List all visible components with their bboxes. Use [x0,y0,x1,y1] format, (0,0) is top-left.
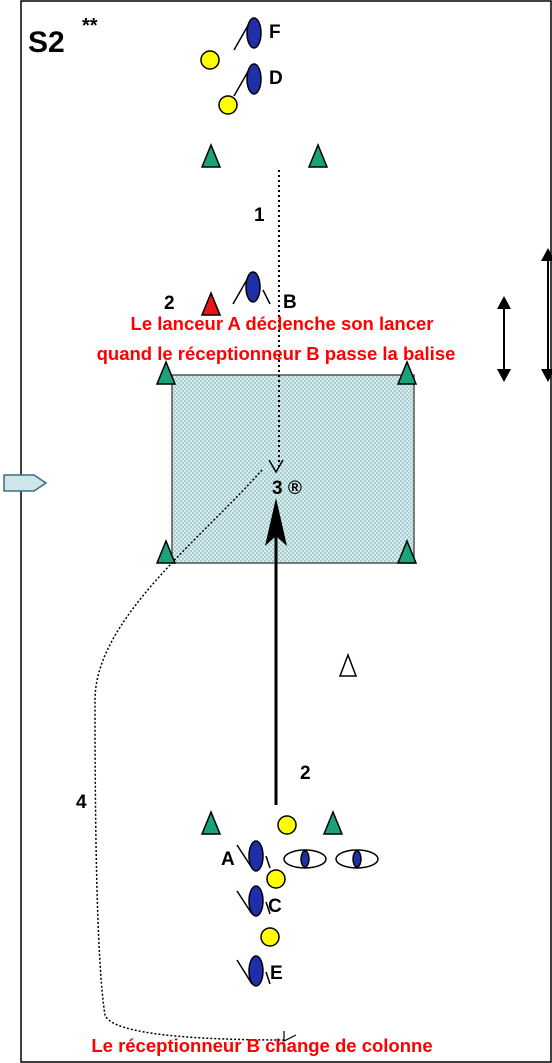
ball-icon [218,95,238,115]
player-label-e: E [270,963,283,984]
double-arrow-icon [497,296,511,382]
player-f-icon [233,17,262,51]
caption-line-1: Le lanceur A déclenche son lancer [131,313,434,334]
diagram-title: S2 [28,26,65,59]
step-label-2-top: 2 [164,293,175,314]
player-c-icon [236,885,271,917]
step-label-4: 4 [76,792,87,813]
side-arrow-icon [3,474,48,492]
player-label-d: D [269,68,283,89]
player-d-icon [233,63,262,97]
cone-empty-icon [338,652,358,677]
caption-line-2: quand le réceptionneur B passe la balise [97,343,456,364]
player-label-a: A [221,849,235,870]
ball-icon [277,815,297,835]
cone-icon [396,360,418,385]
ball-icon [266,869,286,889]
cone-icon [307,143,329,168]
player-waiting-icon [335,849,379,869]
run-arrowhead-icon [268,459,284,474]
player-waiting-icon [283,849,327,869]
ball-icon [260,927,280,947]
player-b-icon [232,271,271,305]
double-arrow-icon [541,248,552,382]
cone-icon [155,539,177,564]
player-label-f: F [269,22,281,43]
cone-red-icon [200,291,222,316]
player-a-icon [236,840,271,872]
player-label-b: B [283,292,297,313]
cone-icon [322,810,344,835]
title-mark: ** [82,15,98,37]
step-label-1: 1 [254,205,265,226]
step-label-2-bottom: 2 [300,763,311,784]
return-arrowhead-icon [283,1031,297,1042]
cone-icon [396,539,418,564]
player-label-c: C [268,896,282,917]
diagram-frame [20,0,552,1063]
return-path-line [94,469,286,1041]
target-zone [171,374,415,564]
ball-icon [200,50,220,70]
player-e-icon [236,955,271,987]
cone-icon [200,810,222,835]
throw-arrowhead-icon [265,498,287,546]
caption-bottom: Le réceptionneur B change de colonne [91,1035,432,1056]
cone-icon [155,360,177,385]
cone-icon [200,143,222,168]
step-label-3: 3 ® [272,478,302,499]
